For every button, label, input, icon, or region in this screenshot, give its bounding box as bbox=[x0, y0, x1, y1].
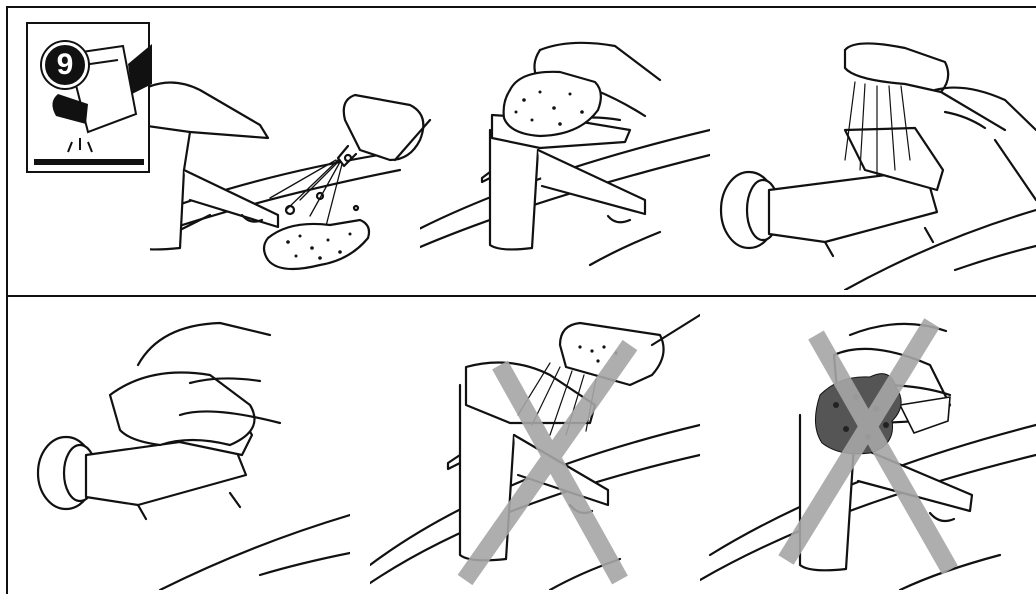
panel-abrasive-scrub-forbidden bbox=[700, 305, 1036, 590]
outer-frame bbox=[6, 6, 1036, 594]
step-number-badge: 9 bbox=[42, 42, 88, 88]
faucet-icon bbox=[150, 81, 280, 251]
cleaning-cloth-inset: 9 bbox=[26, 22, 152, 173]
row-divider bbox=[6, 295, 1036, 297]
hand-icon bbox=[136, 321, 282, 425]
faucet-icon bbox=[480, 113, 647, 251]
spray-bottle-icon bbox=[558, 313, 700, 387]
cloth-icon bbox=[108, 371, 256, 447]
panel-sponge-wipe-faucet bbox=[420, 20, 710, 290]
scouring-pad-icon bbox=[899, 396, 951, 434]
panel-shower-rinse-faucet bbox=[705, 20, 1036, 290]
cloth-wipe-icon bbox=[34, 44, 152, 165]
forbidden-cross-icon bbox=[778, 318, 958, 575]
hand-shower-icon bbox=[843, 42, 1036, 202]
panel-direct-spray-forbidden bbox=[370, 305, 700, 590]
panel-spray-cleaner-on-sponge bbox=[150, 20, 450, 290]
hand-icon bbox=[933, 86, 1036, 132]
panel-cloth-dry-faucet bbox=[20, 305, 350, 590]
forbidden-cross-icon bbox=[457, 339, 638, 586]
sponge-icon bbox=[502, 70, 602, 138]
bath-faucet-icon bbox=[767, 126, 945, 258]
sponge-icon bbox=[262, 218, 371, 271]
spray-bottle-icon bbox=[336, 93, 432, 168]
